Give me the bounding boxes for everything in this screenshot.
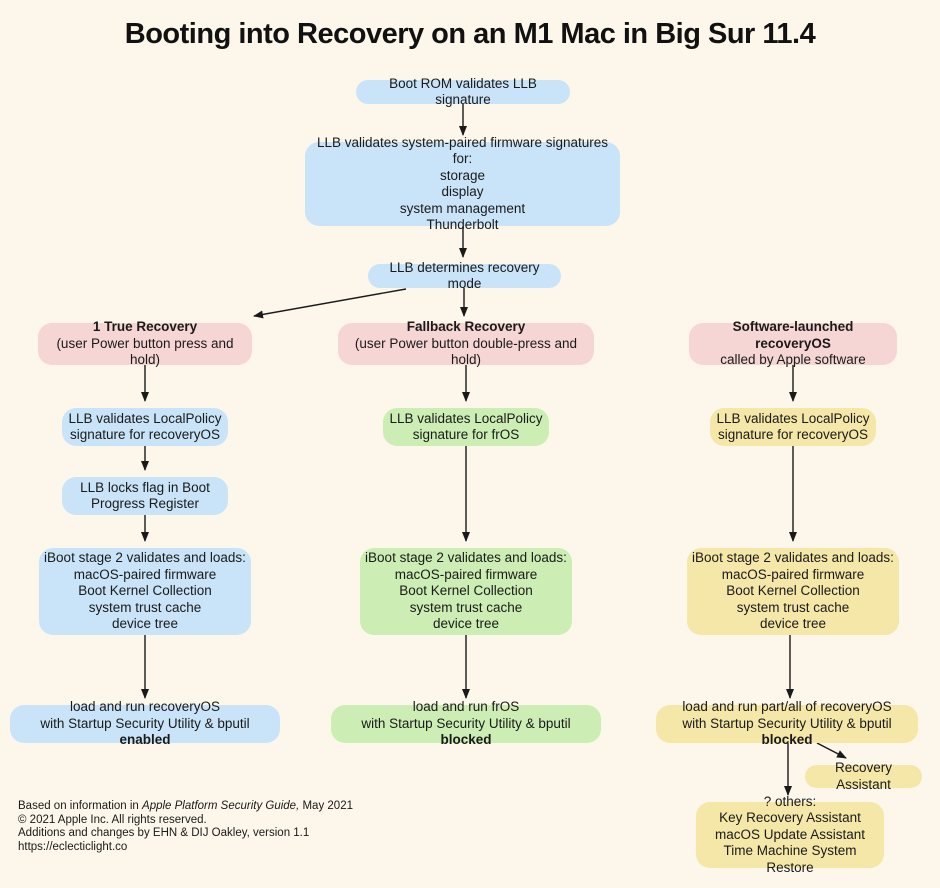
col3-iboot-line1: iBoot stage 2 validates and loads: [692, 550, 894, 566]
node-recovery-assistant: Recovery Assistant [805, 760, 922, 792]
col3-localpolicy-line1: LLB validates LocalPolicy [716, 410, 870, 426]
footer-line1-italic: Apple Platform Security Guide, [142, 800, 300, 812]
node-col3-header: Software-launched recoveryOS called by A… [689, 319, 897, 367]
others-line1: ? others: [763, 793, 817, 809]
node-col1-iboot: iBoot stage 2 validates and loads: macOS… [39, 548, 251, 635]
col1-locksflag-line2: Progress Register [90, 496, 200, 511]
col1-loadrun-line2: with Startup Security Utility & bputil e… [14, 716, 276, 749]
col3-loadrun-line2: with Startup Security Utility & bputil b… [660, 716, 914, 749]
col1-iboot-item: Boot Kernel Collection [78, 583, 212, 599]
node-boot-rom: Boot ROM validates LLB signature [356, 76, 570, 107]
llb-firmware-item: system management [399, 200, 526, 216]
col1-loadrun-line2-bold: enabled [119, 732, 171, 748]
col3-iboot-item: macOS-paired firmware [721, 566, 865, 582]
col1-header-title: 1 True Recovery [92, 319, 198, 335]
col1-locksflag-line1: LLB locks flag in Boot [80, 479, 210, 495]
node-col3-iboot: iBoot stage 2 validates and loads: macOS… [687, 548, 899, 635]
col3-iboot-item: Boot Kernel Collection [726, 583, 860, 599]
node-llb-determines-label: LLB determines recovery mode [389, 259, 540, 292]
col2-iboot-item: device tree [432, 616, 500, 632]
node-col3-localpolicy: LLB validates LocalPolicy signature for … [710, 408, 876, 446]
col3-iboot-item: device tree [759, 616, 827, 632]
col1-iboot-item: macOS-paired firmware [73, 566, 217, 582]
node-llb-determines: LLB determines recovery mode [368, 260, 561, 291]
llb-firmware-item: Thunderbolt [426, 217, 499, 232]
col2-localpolicy-line2: signature for frOS [412, 427, 520, 442]
node-col2-localpolicy: LLB validates LocalPolicy signature for … [383, 408, 549, 446]
node-llb-firmware: LLB validates system-paired firmware sig… [305, 135, 620, 232]
footer-credits: Based on information in Apple Platform S… [18, 800, 353, 854]
node-col1-header: 1 True Recovery (user Power button press… [38, 319, 252, 367]
page-title: Booting into Recovery on an M1 Mac in Bi… [124, 18, 816, 50]
col2-loadrun-line1: load and run frOS [412, 699, 520, 715]
footer-line1-prefix: Based on information in [18, 800, 143, 812]
others-item: macOS Update Assistant [714, 826, 866, 842]
col1-iboot-item: device tree [111, 616, 179, 632]
node-col2-iboot: iBoot stage 2 validates and loads: macOS… [360, 548, 572, 635]
col1-loadrun-line1: load and run recoveryOS [69, 699, 221, 715]
col1-localpolicy-line1: LLB validates LocalPolicy [68, 410, 222, 426]
col3-loadrun-line2-bold: blocked [761, 732, 813, 748]
col3-loadrun-line1: load and run part/all of recoveryOS [682, 699, 892, 715]
col3-header-subtitle: called by Apple software [720, 352, 866, 368]
col1-iboot-line1: iBoot stage 2 validates and loads: [44, 550, 246, 566]
col3-header-title: Software-launched recoveryOS [732, 319, 854, 351]
footer-line4: https://eclecticlight.co [18, 840, 128, 853]
llb-firmware-item: storage [439, 167, 486, 183]
llb-firmware-item: display [441, 184, 484, 199]
col2-loadrun-line2: with Startup Security Utility & bputil b… [335, 716, 597, 749]
footer-line1-suffix: May 2021 [299, 800, 353, 812]
footer-line3: Additions and changes by EHN & DIJ Oakle… [18, 827, 310, 839]
node-col1-loadrun: load and run recoveryOS with Startup Sec… [10, 699, 280, 747]
col1-localpolicy-line2: signature for recoveryOS [69, 427, 221, 442]
footer-line2: © 2021 Apple Inc. All rights reserved. [18, 813, 207, 826]
node-col2-header: Fallback Recovery (user Power button dou… [338, 319, 594, 367]
node-col1-locksflag: LLB locks flag in Boot Progress Register [62, 477, 228, 515]
node-col2-loadrun: load and run frOS with Startup Security … [331, 699, 601, 747]
col2-loadrun-line2-prefix: with Startup Security Utility & bputil [361, 715, 571, 731]
col2-header-title: Fallback Recovery [406, 319, 526, 335]
others-item: Key Recovery Assistant [719, 810, 861, 826]
col1-iboot-item: system trust cache [88, 599, 202, 615]
col3-iboot-item: system trust cache [736, 599, 850, 615]
col1-header-subtitle: (user Power button press and hold) [56, 335, 234, 368]
col2-header-subtitle: (user Power button double-press and hold… [354, 335, 578, 368]
footer-line1: Based on information in Apple Platform S… [18, 800, 353, 814]
node-boot-rom-label: Boot ROM validates LLB signature [389, 75, 537, 108]
col2-iboot-item: macOS-paired firmware [394, 566, 538, 582]
col2-iboot-line1: iBoot stage 2 validates and loads: [365, 550, 567, 566]
col2-localpolicy-line1: LLB validates LocalPolicy [389, 410, 543, 426]
col2-iboot-item: system trust cache [409, 599, 523, 615]
llb-firmware-line1: LLB validates system-paired firmware sig… [316, 134, 609, 167]
col2-iboot-item: Boot Kernel Collection [399, 583, 533, 599]
col3-localpolicy-line2: signature for recoveryOS [717, 427, 869, 442]
col1-loadrun-line2-prefix: with Startup Security Utility & bputil [40, 715, 250, 731]
node-col3-loadrun: load and run part/all of recoveryOS with… [656, 699, 918, 747]
node-col1-localpolicy: LLB validates LocalPolicy signature for … [62, 408, 228, 446]
col2-loadrun-line2-bold: blocked [440, 732, 492, 748]
others-item: Time Machine System Restore [723, 843, 857, 875]
col3-loadrun-line2-prefix: with Startup Security Utility & bputil [682, 715, 892, 731]
recovery-assistant-label: Recovery Assistant [834, 760, 893, 792]
node-others: ? others: Key Recovery Assistant macOS U… [696, 794, 884, 875]
